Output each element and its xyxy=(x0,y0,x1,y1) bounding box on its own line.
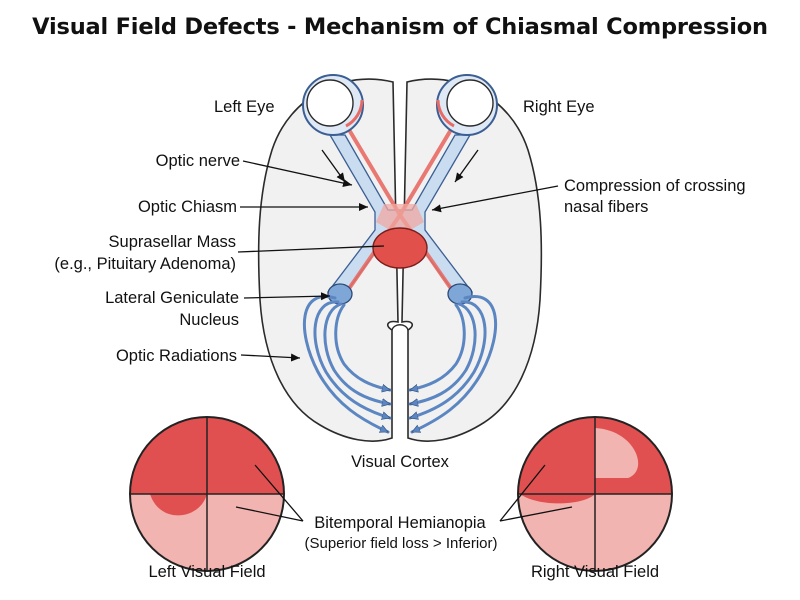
suprasellar-mass xyxy=(372,227,428,269)
optic-chiasm-label: Optic Chiasm xyxy=(137,198,237,216)
right-field-outline xyxy=(517,416,673,572)
right-visual-field-label: Right Visual Field xyxy=(530,563,660,581)
optic-radiations-label: Optic Radiations xyxy=(115,347,237,365)
right-eye xyxy=(436,74,498,136)
left-eye xyxy=(302,74,364,136)
right-eye-label: Right Eye xyxy=(523,98,595,116)
optic-radiations-right xyxy=(408,295,498,434)
bitemporal-hemianopia-note: (Superior field loss > Inferior) xyxy=(304,535,498,552)
bitemporal-hemianopia-label: Bitemporal Hemianopia xyxy=(314,514,486,532)
visual-cortex-label: Visual Cortex xyxy=(351,453,449,471)
compression-label: Compression of crossing xyxy=(564,177,746,195)
bitemporal-leaders xyxy=(235,464,573,522)
left-visual-field-label: Left Visual Field xyxy=(148,563,266,581)
leader-lines xyxy=(237,149,559,362)
compression-label-line2: nasal fibers xyxy=(564,198,649,216)
left-field-outline xyxy=(129,416,285,572)
suprasellar-mass-example: (e.g., Pituitary Adenoma) xyxy=(54,255,236,273)
optic-pathway xyxy=(326,126,474,299)
optic-radiations-left xyxy=(302,295,392,434)
lgn-label-line2: Nucleus xyxy=(179,311,239,329)
lgn-label: Lateral Geniculate xyxy=(105,289,239,307)
page-title: Visual Field Defects - Mechanism of Chia… xyxy=(32,14,768,40)
suprasellar-mass-label: Suprasellar Mass xyxy=(108,233,236,251)
optic-nerve-label: Optic nerve xyxy=(155,152,240,170)
left-eye-label: Left Eye xyxy=(214,98,275,116)
